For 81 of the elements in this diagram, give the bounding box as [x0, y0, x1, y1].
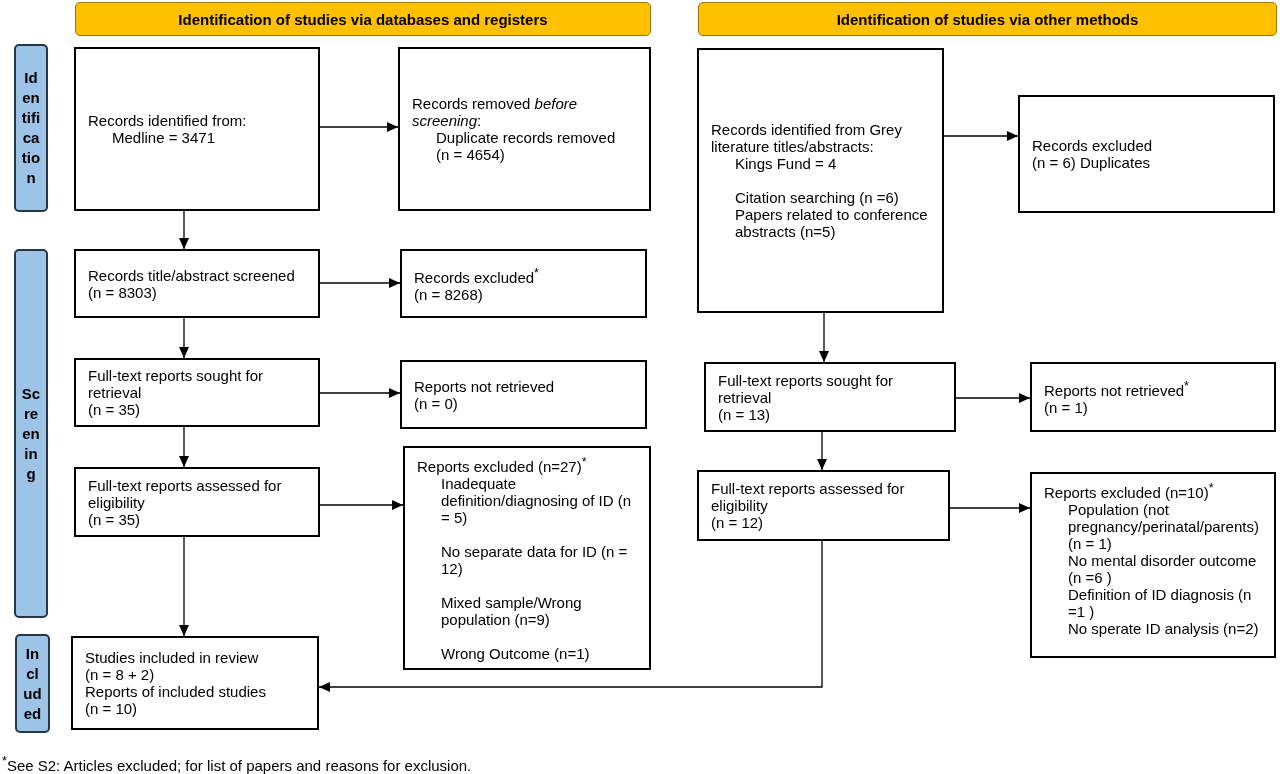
section-heading: Identification of studies via databases and registers: [178, 10, 548, 28]
section-heading: Identification of studies via other methods: [836, 10, 1139, 28]
box-text: Citation searching (n =6): [735, 189, 899, 206]
phase-label-bar: [15, 634, 50, 733]
box-text: Reports excluded (n=10)$^{*}$: [1044, 480, 1214, 501]
process-box: [74, 358, 320, 427]
phase-label: Identification: [21, 68, 41, 188]
arrow: [319, 122, 399, 132]
box-text: No separate data for ID (n = 12): [441, 543, 629, 577]
process-box: [697, 48, 944, 313]
box-text: No mental disorder outcome (n =6 ): [1068, 552, 1258, 586]
box-text: Reports not retrieved: [414, 377, 555, 395]
box-text: Records title/abstract screened: [88, 266, 295, 284]
process-box: [74, 47, 320, 211]
arrow: [817, 431, 827, 471]
box-text: Studies included in review: [85, 649, 259, 666]
phase-label-bar: [14, 249, 48, 618]
box-text: Kings Fund = 4: [735, 155, 837, 172]
box-text: Duplicate records removed: [436, 129, 616, 146]
box-text: (n = 6) Duplicates: [1032, 154, 1150, 171]
box-text: Full-text reports sought for retrieval: [88, 367, 265, 401]
box-text: Reports of included studies: [85, 683, 266, 700]
exclusion-box: [1030, 362, 1276, 432]
arrow: [318, 540, 823, 692]
exclusion-box: [1030, 472, 1276, 658]
box-text: Full-text reports sought for retrieval: [718, 371, 895, 406]
box-text: Records identified from Grey literature titles/abstracts:: [711, 121, 903, 155]
box-text: (n = 10): [85, 700, 138, 717]
arrow: [319, 388, 401, 398]
arrow: [179, 210, 189, 250]
exclusion-box: [1018, 95, 1275, 213]
arrow: [179, 317, 189, 359]
phase-label: Included: [22, 643, 43, 724]
box-text: Definition of ID diagnosis (n =1 ): [1068, 586, 1253, 620]
process-box: [74, 467, 320, 537]
box-text: (n = 13): [718, 405, 771, 423]
process-box: [71, 636, 319, 730]
box-text: Full-text reports assessed for eligibility: [88, 476, 283, 511]
box-text: Reports not retrieved$^{*}$: [1044, 378, 1189, 399]
box-text: No sperate ID analysis (n=2): [1068, 620, 1259, 637]
arrow: [943, 131, 1019, 141]
box-text: Full-text reports assessed for eligibility: [711, 480, 906, 514]
arrow: [179, 536, 189, 637]
box-text: (n = 8 + 2): [85, 666, 155, 683]
section-header-bar: [698, 2, 1277, 36]
section-header-bar: [75, 2, 651, 36]
box-text: Wrong Outcome (n=1): [441, 645, 590, 662]
phase-label: Screening: [21, 383, 41, 484]
box-text: (n = 35): [88, 401, 141, 418]
arrow: [319, 278, 401, 288]
box-text: (n = 35): [88, 510, 141, 528]
box-text: (n = 8268): [414, 285, 483, 303]
arrow: [319, 500, 404, 510]
box-text: Reports excluded (n=27)$^{*}$: [417, 454, 587, 475]
box-text: Records excluded$^{*}$: [414, 264, 539, 286]
exclusion-box: [403, 446, 651, 670]
process-box: [697, 470, 950, 541]
box-text: (n = 12): [711, 514, 764, 531]
phase-label-bar: [14, 44, 48, 212]
box-text: Population (not pregnancy/perinatal/parents) (n = 1): [1068, 501, 1260, 552]
exclusion-box: [400, 360, 647, 429]
arrow: [819, 312, 829, 363]
box-text: Records identified from:: [88, 112, 247, 129]
box-text: (n = 8303): [88, 283, 157, 301]
box-text: Papers related to conference abstracts (n=5): [735, 206, 929, 240]
arrow: [179, 426, 189, 468]
footnote: $^{*}$See S2: Articles excluded; for list of papers and reasons for exclusion.: [2, 753, 472, 774]
box-text: Records excluded: [1032, 137, 1153, 154]
process-box: [704, 362, 956, 432]
box-text: Mixed sample/Wrong population (n=9): [441, 594, 583, 628]
exclusion-box: [400, 249, 647, 318]
box-text: (n = 4654): [436, 146, 505, 163]
box-text: (n = 0): [414, 394, 458, 412]
arrow: [955, 393, 1031, 403]
arrow: [949, 503, 1031, 513]
box-text: Inadequate definition/diagnosing of ID (n = 5): [441, 475, 633, 526]
process-box: [398, 47, 651, 211]
box-text: Records removed before screening:: [412, 95, 579, 129]
box-text: Medline = 3471: [112, 129, 215, 146]
box-text: (n = 1): [1044, 399, 1088, 416]
process-box: [74, 249, 320, 318]
